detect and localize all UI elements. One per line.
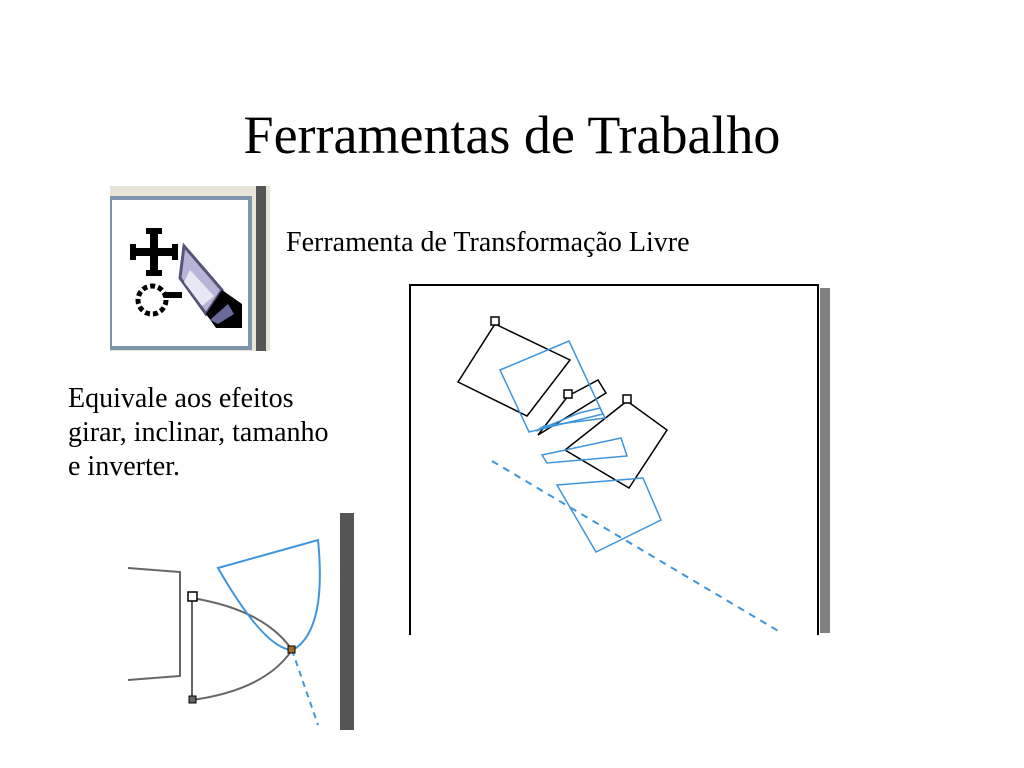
description-line-1: Equivale aos efeitos — [68, 383, 294, 414]
original-rect-3 — [563, 400, 669, 490]
handle-left-bottom — [188, 695, 197, 704]
original-rect-1 — [456, 323, 572, 417]
original-d-shape — [191, 596, 294, 702]
handle-2 — [563, 389, 573, 399]
guide-line — [491, 460, 781, 633]
handle-left-top — [187, 591, 198, 602]
description-line-2: girar, inclinar, tamanho — [68, 417, 329, 448]
canvas-frame — [409, 284, 819, 635]
handle-3 — [622, 394, 632, 404]
handle-curve — [287, 645, 296, 654]
original-shape-left — [127, 567, 181, 681]
guide-line-left — [291, 649, 319, 726]
description-line-3: e inverter. — [68, 451, 180, 482]
original-rect-2 — [537, 379, 608, 436]
rotation-skew-diagram — [405, 280, 835, 635]
description-text: Equivale aos efeitos girar, inclinar, ta… — [68, 382, 398, 484]
transformed-rect-2 — [535, 407, 607, 432]
distort-curve-diagram — [125, 510, 360, 730]
transformed-rect-4 — [555, 477, 662, 553]
transformed-rect-3 — [540, 437, 629, 464]
distorted-shape — [216, 538, 321, 652]
tool-caption: Ferramenta de Transformação Livre — [286, 227, 690, 258]
handle-1 — [490, 316, 500, 326]
frame-shadow — [820, 288, 830, 633]
slide-title: Ferramentas de Trabalho — [243, 105, 781, 165]
frame-shadow-left — [340, 513, 354, 730]
free-transform-tool-icon — [110, 186, 270, 351]
